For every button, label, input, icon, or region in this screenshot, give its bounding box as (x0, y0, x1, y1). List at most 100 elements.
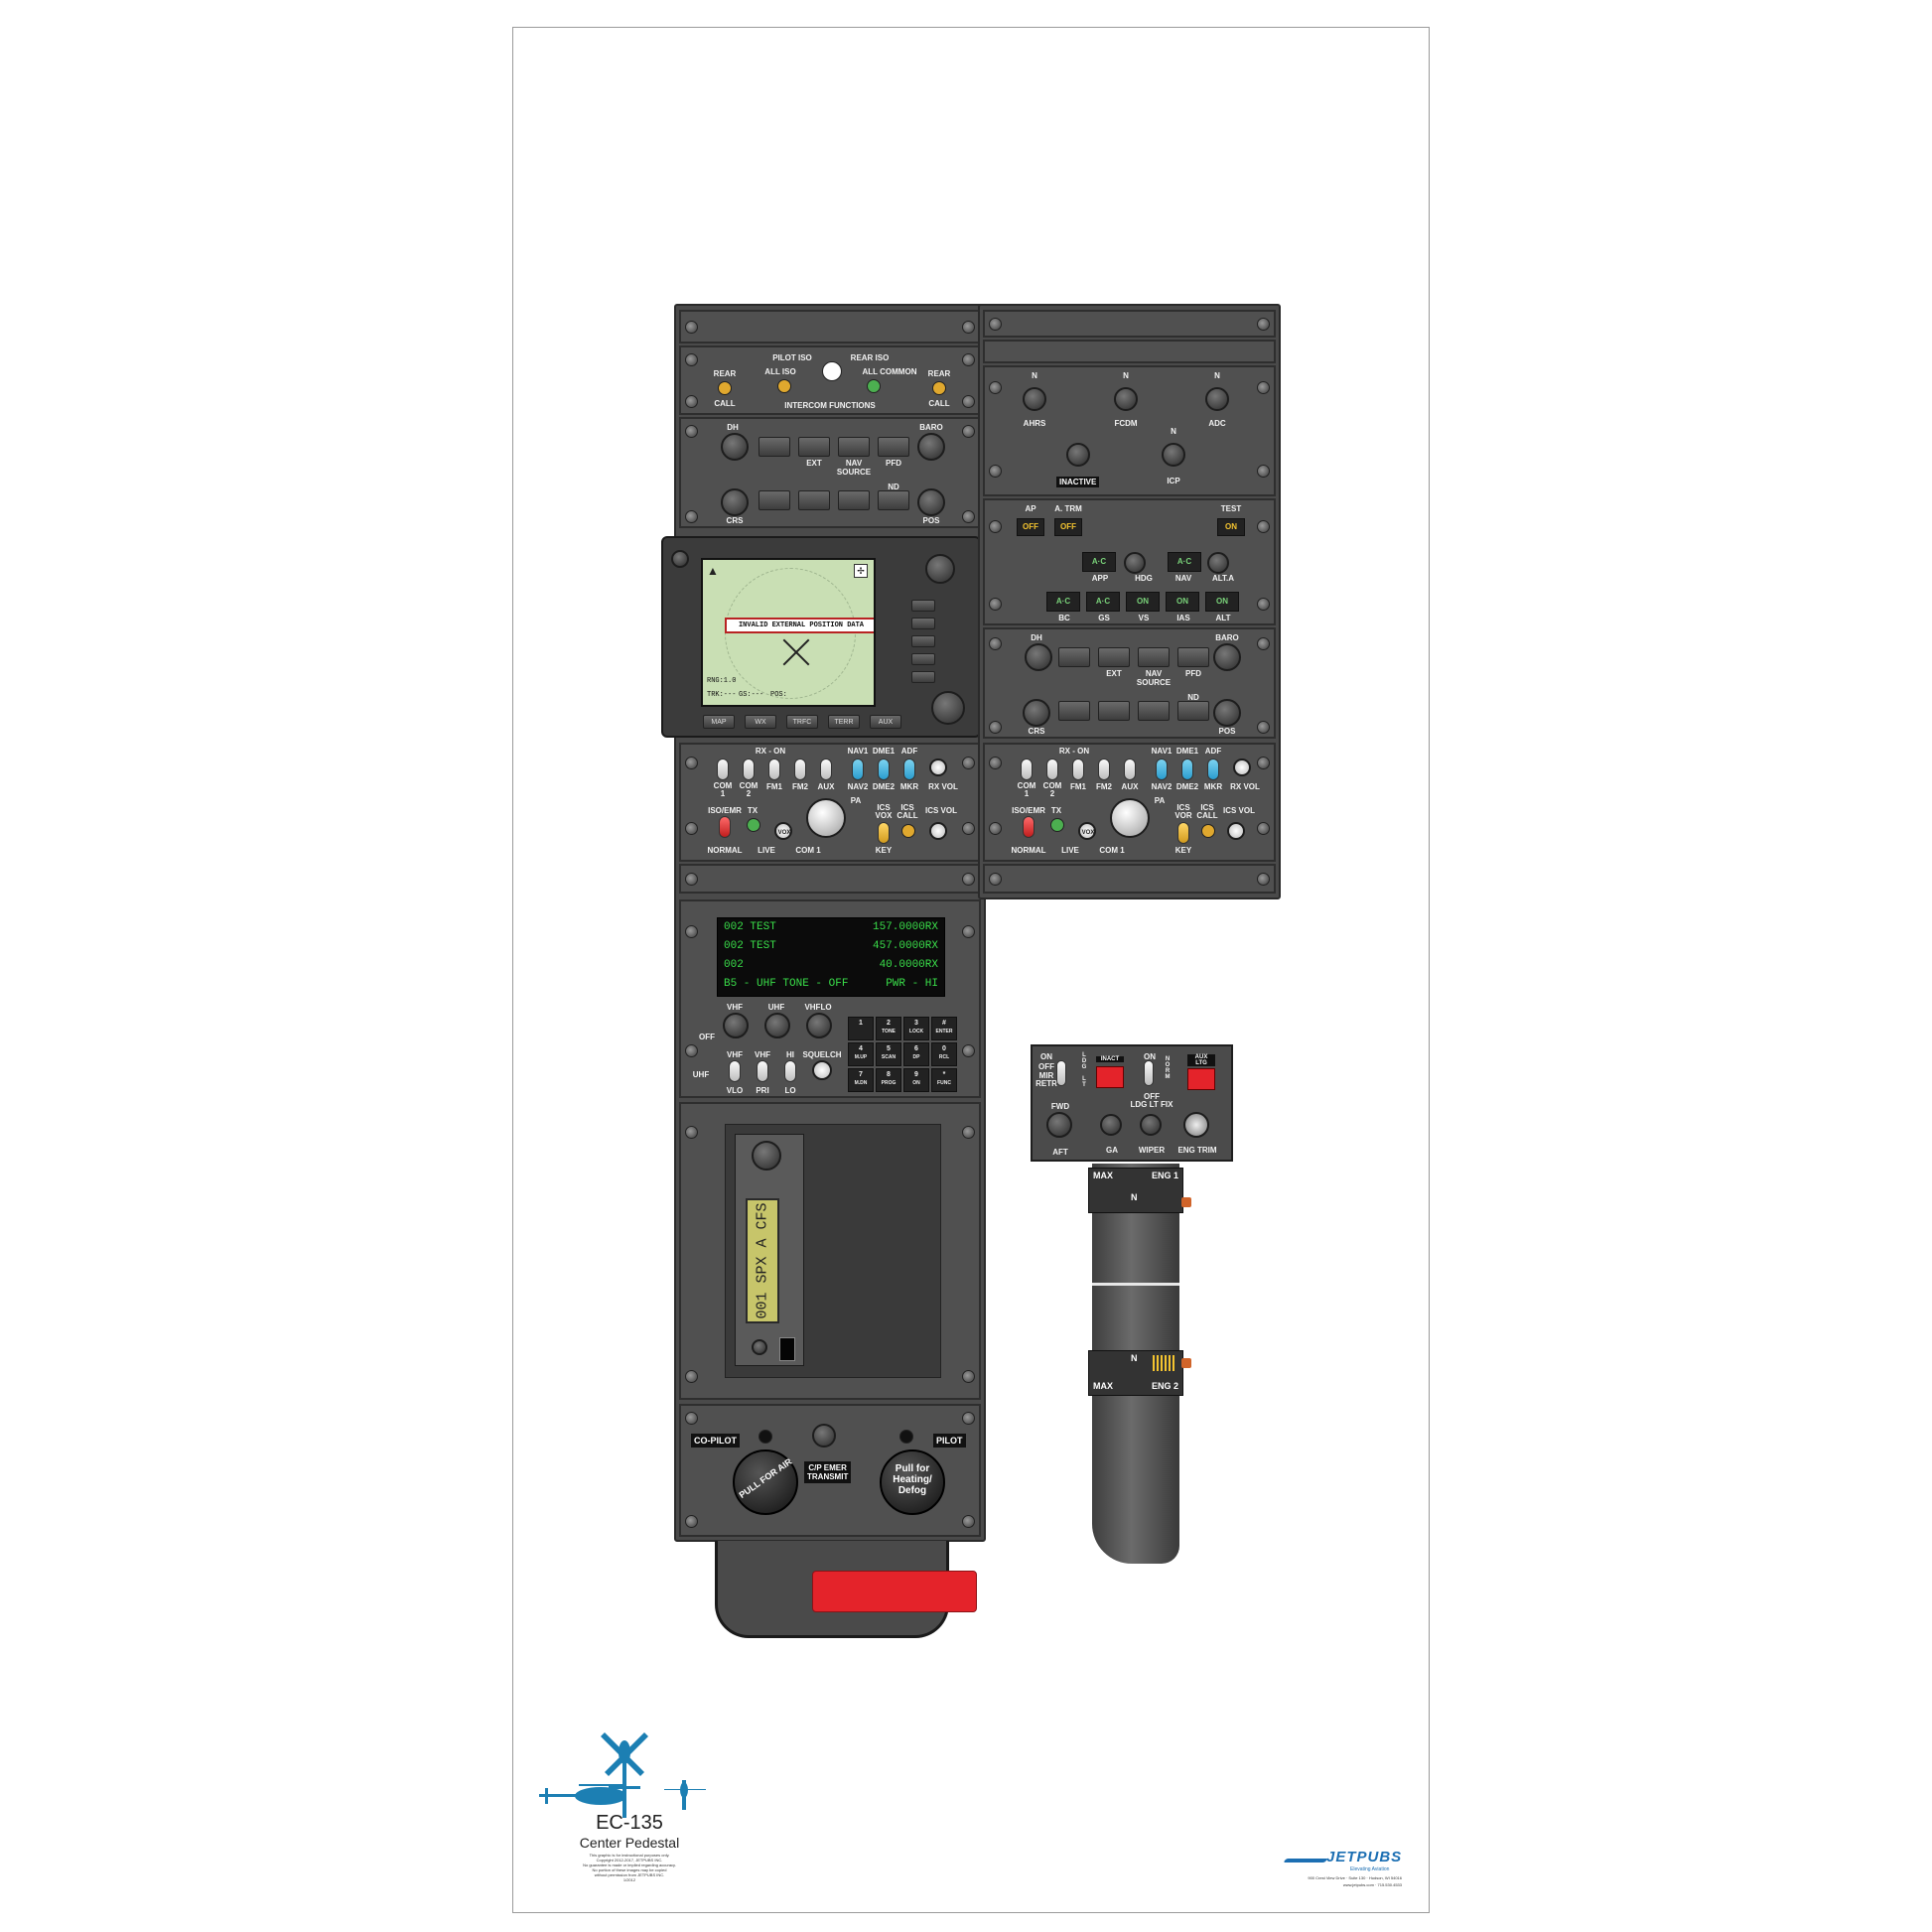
throttle-detent-eng2[interactable] (1181, 1358, 1191, 1368)
baro-knob[interactable] (917, 433, 945, 461)
hi-lo-toggle[interactable] (784, 1060, 796, 1082)
com1-rx-toggle-right[interactable] (1021, 759, 1033, 780)
co-pilot-jack[interactable] (759, 1430, 772, 1444)
fcdm-selector-knob[interactable] (1114, 387, 1138, 411)
pri-toggle[interactable] (757, 1060, 768, 1082)
dcp-right-button-5[interactable] (1058, 701, 1090, 721)
dcp-right-button-1[interactable] (1058, 647, 1090, 667)
gps-side-key-3[interactable] (911, 635, 935, 647)
landing-light-switch[interactable] (1144, 1060, 1154, 1086)
pos-knob[interactable] (917, 488, 945, 516)
crs-knob[interactable] (721, 488, 749, 516)
rear-call-lamp-left[interactable] (718, 381, 732, 395)
vhf-vlo-toggle[interactable] (729, 1060, 741, 1082)
dcp-button-5[interactable] (759, 490, 790, 510)
dcp-right-button-8[interactable] (1177, 701, 1209, 721)
uhf-volume-knob[interactable] (764, 1013, 790, 1038)
dcp-button-3[interactable] (838, 437, 870, 457)
rotor-brake-red-handle[interactable] (812, 1571, 977, 1612)
pilot-jack[interactable] (899, 1430, 913, 1444)
keypad-key[interactable]: *FUNC (931, 1068, 957, 1092)
fm1-rx-toggle[interactable] (768, 759, 780, 780)
fm2-rx-toggle[interactable] (794, 759, 806, 780)
dme-rx-toggle[interactable] (878, 759, 890, 780)
wiper-button[interactable] (1140, 1114, 1162, 1136)
com2-rx-toggle-right[interactable] (1046, 759, 1058, 780)
iso-emr-switch-right[interactable] (1023, 816, 1035, 838)
keypad-key[interactable]: 1 (848, 1017, 874, 1040)
throttle-detent-eng1[interactable] (1181, 1197, 1191, 1207)
dcp-button-7[interactable] (838, 490, 870, 510)
fm2-rx-toggle-right[interactable] (1098, 759, 1110, 780)
dcp-button-4[interactable] (878, 437, 909, 457)
bc-button[interactable]: A·C (1046, 592, 1080, 612)
dcp-right-button-6[interactable] (1098, 701, 1130, 721)
rx-vol-knob-right[interactable] (1233, 759, 1251, 776)
gps-joystick-knob[interactable] (925, 554, 955, 584)
ics-call-button-right[interactable] (1201, 824, 1215, 838)
nav-rx-toggle[interactable] (852, 759, 864, 780)
dcp-button-6[interactable] (798, 490, 830, 510)
com1-rx-toggle[interactable] (717, 759, 729, 780)
map-softkey[interactable]: MAP (703, 715, 735, 729)
vhflo-volume-knob[interactable] (806, 1013, 832, 1038)
gps-main-knob[interactable] (931, 691, 965, 725)
ics-call-button[interactable] (901, 824, 915, 838)
app-button[interactable]: A·C (1082, 552, 1116, 572)
adc-selector-knob[interactable] (1205, 387, 1229, 411)
nav-rx-toggle-right[interactable] (1156, 759, 1168, 780)
dcp-button-2[interactable] (798, 437, 830, 457)
dh-knob-right[interactable] (1025, 643, 1052, 671)
baro-knob-right[interactable] (1213, 643, 1241, 671)
a-trm-off-button[interactable]: OFF (1054, 518, 1082, 536)
vox-knob-right[interactable] (1078, 822, 1096, 840)
wx-softkey[interactable]: WX (745, 715, 776, 729)
squelch-knob[interactable] (812, 1060, 832, 1080)
inactive-selector-knob[interactable] (1066, 443, 1090, 467)
terr-softkey[interactable]: TERR (828, 715, 860, 729)
pull-for-heating-knob[interactable]: Pull for Heating/ Defog (880, 1449, 945, 1515)
intercom-mode-selector[interactable] (822, 361, 842, 381)
aux-rx-toggle-right[interactable] (1124, 759, 1136, 780)
hdg-knob[interactable] (1124, 552, 1146, 574)
microphone-jack[interactable] (812, 1424, 836, 1448)
engine-trim-switch[interactable] (1183, 1112, 1209, 1138)
pos-knob-right[interactable] (1213, 699, 1241, 727)
gps-side-key-2[interactable] (911, 618, 935, 629)
gps-volume-knob[interactable] (671, 550, 689, 568)
ga-button[interactable] (1100, 1114, 1122, 1136)
alt-button[interactable]: ON (1205, 592, 1239, 612)
iso-emr-switch[interactable] (719, 816, 731, 838)
dcp-button-1[interactable] (759, 437, 790, 457)
gs-button[interactable]: A·C (1086, 592, 1120, 612)
vox-knob[interactable] (774, 822, 792, 840)
ics-vox-switch[interactable] (878, 822, 890, 844)
aux-softkey[interactable]: AUX (870, 715, 901, 729)
ap-off-button[interactable]: OFF (1017, 518, 1044, 536)
trfc-softkey[interactable]: TRFC (786, 715, 818, 729)
keypad-key[interactable]: #ENTER (931, 1017, 957, 1040)
gps-side-key-4[interactable] (911, 653, 935, 665)
fm1-rx-toggle-right[interactable] (1072, 759, 1084, 780)
adf-mkr-rx-toggle[interactable] (903, 759, 915, 780)
ics-vol-knob-right[interactable] (1227, 822, 1245, 840)
rx-vol-knob[interactable] (929, 759, 947, 776)
dcp-button-8[interactable] (878, 490, 909, 510)
dcp-right-button-4[interactable] (1177, 647, 1209, 667)
transmit-selector-knob[interactable] (806, 798, 846, 838)
search-light-hat-switch[interactable] (1046, 1112, 1072, 1138)
com2-rx-toggle[interactable] (743, 759, 755, 780)
crs-knob-right[interactable] (1023, 699, 1050, 727)
gps-side-key-5[interactable] (911, 671, 935, 683)
dh-knob[interactable] (721, 433, 749, 461)
nav-button[interactable]: A·C (1168, 552, 1201, 572)
dcp-right-button-2[interactable] (1098, 647, 1130, 667)
ias-button[interactable]: ON (1166, 592, 1199, 612)
